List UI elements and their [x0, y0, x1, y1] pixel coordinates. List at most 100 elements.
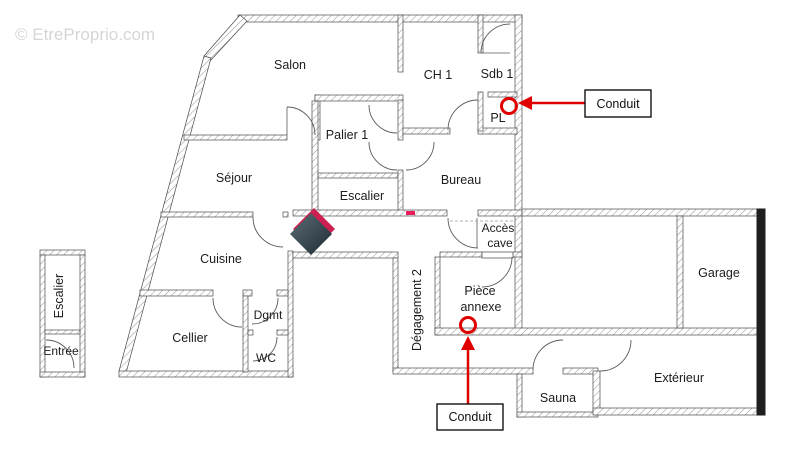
room-label-escalier-rdc: Escalier: [52, 274, 66, 318]
conduit-arrowhead-bottom: [461, 336, 475, 350]
wall-ch1-bureau: [402, 127, 451, 135]
conduit-marker-circle-bottom: [459, 316, 477, 334]
wall-sdb-divider-a: [477, 14, 484, 54]
wall-pl-bottom: [477, 127, 518, 135]
door-arc-sdb1: [480, 23, 511, 54]
wall-marker-dash: [406, 211, 415, 215]
door-arc-sauna: [532, 339, 564, 371]
room-label-piece-annexe-2: annexe: [460, 300, 501, 314]
conduit-arrowhead-top: [518, 96, 532, 110]
wall-annexe-exterieur-top: [434, 327, 759, 336]
conduit-label-bottom: Conduit: [448, 410, 492, 424]
wall-ch1-left-c: [397, 169, 404, 214]
room-label-pl: PL: [490, 111, 505, 125]
door-arc-annexe: [481, 256, 513, 288]
room-label-sdb1: Sdb 1: [481, 67, 514, 81]
wall-dgmt-left: [242, 295, 249, 373]
door-arc-palier-b: [368, 141, 398, 171]
door-arc-exterieur: [599, 339, 632, 372]
wall-annex-top: [39, 249, 86, 256]
room-label-palier1: Palier 1: [326, 128, 368, 142]
conduit-label-box-bottom: [436, 403, 504, 431]
door-arc-entree: [45, 339, 75, 369]
conduit-marker-circle-top: [500, 97, 518, 115]
wall-dgmt-wc-b: [276, 329, 289, 336]
room-label-entree: Entrée: [43, 344, 79, 358]
door-arc-wc: [252, 336, 278, 362]
wall-dgmt-wc-a: [247, 329, 254, 336]
conduit-label-top: Conduit: [596, 97, 640, 111]
room-label-acces-cave-2: cave: [487, 236, 513, 250]
conduit-label-box-top: [584, 89, 652, 118]
wall-annex-divider: [44, 329, 81, 335]
wall-sejour-cuisine-a: [160, 211, 254, 218]
wall-palier-top: [314, 94, 404, 102]
door-arc-cellier: [212, 297, 243, 328]
wall-annexe-top-a: [439, 251, 483, 258]
room-label-piece-annexe-1: Pièce: [464, 284, 495, 298]
door-arc-cuisine: [252, 216, 284, 248]
room-label-cuisine: Cuisine: [200, 252, 242, 266]
wall-lowerleft-right: [287, 250, 294, 378]
wall-sejour-cuisine-b: [282, 211, 289, 218]
room-label-exterieur: Extérieur: [654, 371, 704, 385]
wall-cuisine-cellier-a: [139, 289, 214, 297]
wall-garage-left: [676, 215, 684, 329]
wall-ch1-left-b: [397, 99, 404, 141]
wall-sdb-divider-b: [477, 91, 484, 132]
wall-bottom-left: [118, 370, 294, 378]
wall-palier-escalier: [317, 172, 399, 179]
door-arc-dgmt: [251, 297, 279, 325]
brand-diamond-logo: [290, 208, 335, 255]
room-label-sauna: Sauna: [540, 391, 576, 405]
watermark-text: © EtreProprio.com: [15, 25, 155, 44]
walls-layer: [39, 14, 766, 418]
wall-garden-top: [521, 208, 766, 217]
door-arc-cave: [447, 217, 479, 249]
wall-ch1-left-a: [397, 14, 404, 73]
wall-sauna-bottom: [516, 411, 599, 418]
wall-cuisine-cellier-c: [276, 289, 289, 297]
wall-annexe-left: [434, 256, 441, 336]
wall-exterieur-bottom: [592, 407, 766, 416]
door-arc-bureau: [405, 141, 435, 171]
room-label-bureau: Bureau: [441, 173, 481, 187]
wall-annexe-top-b: [512, 251, 523, 258]
wall-right-solid: [756, 208, 766, 416]
room-label-acces-cave-1: Accès: [482, 221, 515, 235]
wall-annex-left: [39, 254, 46, 378]
wall-salon-sejour: [183, 134, 288, 141]
room-label-cellier: Cellier: [172, 331, 207, 345]
room-label-degagement2: Dégagement 2: [410, 269, 424, 351]
door-arc-ch1: [447, 99, 479, 131]
room-label-wc: WC: [256, 351, 276, 365]
wall-corridor-top-b: [477, 209, 523, 217]
room-label-sejour: Séjour: [216, 171, 252, 185]
wall-exterieur-left: [592, 370, 601, 413]
wall-sauna-left: [516, 373, 523, 418]
wall-degagement-left: [392, 257, 399, 372]
wall-corridor-bottom-a: [392, 367, 534, 375]
room-label-escalier-etage: Escalier: [340, 189, 384, 203]
wall-annex-bottom: [39, 371, 86, 378]
wall-corridor-strip-bottom: [292, 251, 399, 259]
room-label-ch1: CH 1: [424, 68, 453, 82]
wall-sdb-pl: [487, 91, 518, 98]
annotations-layer: Conduit Conduit: [406, 89, 652, 431]
door-slab-annexe: [481, 251, 514, 259]
wall-annex-right: [79, 254, 86, 378]
room-label-garage: Garage: [698, 266, 740, 280]
diamond-dark-layer: [290, 213, 332, 255]
labels-layer: Salon CH 1 Sdb 1 PL Palier 1 Escalier Bu…: [43, 58, 740, 405]
door-arc-salon: [286, 106, 316, 136]
wall-corridor-top-a: [292, 209, 448, 217]
wall-right-exterior: [514, 14, 523, 336]
wall-diagonal-upper: [203, 14, 248, 62]
wall-palier-left: [311, 100, 319, 214]
room-label-dgmt: Dgmt: [254, 308, 283, 322]
door-arc-palier-a: [368, 104, 398, 134]
room-label-salon: Salon: [274, 58, 306, 72]
doors-layer: [45, 23, 632, 372]
